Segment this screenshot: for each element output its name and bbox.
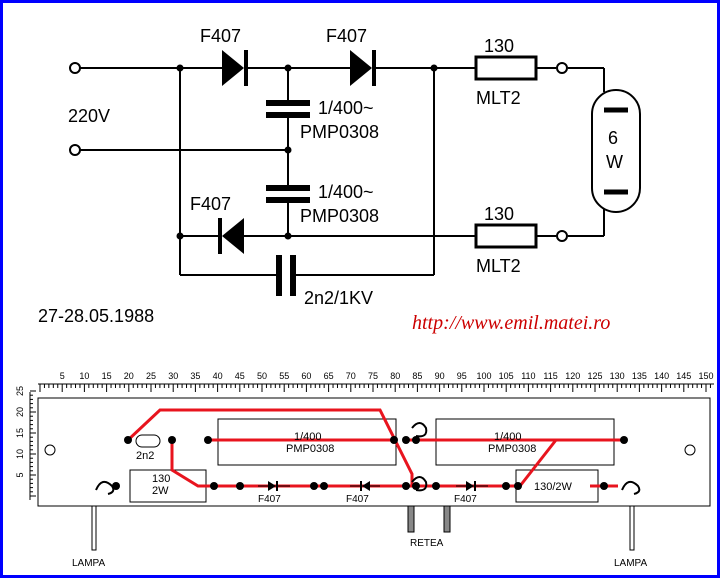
- side-ruler-label: 20: [15, 407, 25, 417]
- ruler-tick-label: 10: [79, 371, 89, 381]
- copper-tracks: [126, 408, 624, 488]
- ruler-tick-label: 145: [676, 371, 691, 381]
- lamp-right-label: LAMPA: [614, 558, 647, 569]
- ruler-tick-label: 15: [102, 371, 112, 381]
- ruler-tick-label: 115: [543, 371, 557, 381]
- resistor-top-type: MLT2: [476, 88, 521, 108]
- lamp-power-line1: 6: [608, 128, 618, 148]
- ruler-tick-label: 50: [257, 371, 267, 381]
- board-cap-right-type: PMP0308: [488, 443, 536, 455]
- ruler-top: 5 10 15 20 25 30 35 40 45 50 55 60 65 70 75 80 85 90 95 100…: [38, 371, 714, 392]
- ruler-tick-label: 110: [521, 371, 535, 381]
- mains-label: RETEA: [410, 538, 444, 549]
- supply-terminals: [69, 62, 568, 242]
- board-small-cap-label: 2n2: [136, 450, 154, 462]
- ruler-tick-label: 45: [235, 371, 245, 381]
- lamp-symbol: [591, 89, 641, 213]
- junction-dots: [176, 64, 438, 240]
- lamp-left-label: LAMPA: [72, 558, 105, 569]
- board-resistor-right-label: 130/2W: [534, 481, 573, 493]
- board-small-cap: [135, 434, 161, 448]
- ruler-tick-label: 70: [346, 371, 356, 381]
- ruler-tick-label: 60: [301, 371, 311, 381]
- date-label: 27-28.05.1988: [38, 306, 154, 326]
- capacitor2-value: 1/400~: [318, 182, 374, 202]
- ruler-tick-label: 125: [587, 371, 602, 381]
- side-ruler-label: 5: [15, 472, 25, 477]
- resistor-bottom-value: 130: [484, 204, 514, 224]
- ruler-tick-label: 5: [60, 371, 65, 381]
- ruler-tick-label: 130: [610, 371, 625, 381]
- board-diode-2: [350, 481, 380, 491]
- ruler-tick-label: 55: [279, 371, 289, 381]
- schematic: [80, 67, 605, 276]
- diode-label-1: F407: [200, 26, 241, 46]
- lamp-power-line2: W: [606, 152, 623, 172]
- ruler-side: 25 20 15 10 5: [15, 386, 36, 500]
- ruler-tick-label: 120: [565, 371, 580, 381]
- resistor-bottom-type: MLT2: [476, 256, 521, 276]
- ruler-tick-label: 80: [390, 371, 400, 381]
- ruler-tick-label: 100: [476, 371, 491, 381]
- ruler-tick-label: 25: [146, 371, 156, 381]
- ruler-tick-label: 90: [435, 371, 445, 381]
- resistor-symbol-bottom: [474, 223, 538, 249]
- ruler-tick-label: 95: [457, 371, 467, 381]
- small-capacitor-label: 2n2/1KV: [304, 288, 373, 308]
- diode-label-3: F407: [190, 194, 231, 214]
- ruler-tick-label: 105: [499, 371, 514, 381]
- capacitor-symbol-1: [266, 100, 310, 118]
- capacitor-symbol-small: [276, 255, 296, 296]
- supply-voltage-label: 220V: [68, 106, 110, 126]
- side-ruler-label: 25: [15, 386, 25, 396]
- side-ruler-label: 10: [15, 449, 25, 459]
- resistor-symbol-top: [474, 55, 538, 81]
- board-diode-label-2: F407: [346, 494, 369, 505]
- diode-label-2: F407: [326, 26, 367, 46]
- ruler-tick-label: 30: [168, 371, 178, 381]
- diode-symbol-2: [350, 50, 376, 86]
- wire-loops: [95, 422, 641, 495]
- board-diode-label-3: F407: [454, 494, 477, 505]
- board-resistor-right: [515, 469, 599, 503]
- board-resistor-left: [129, 469, 207, 503]
- board-leads: [91, 505, 635, 551]
- ruler-tick-label: 85: [412, 371, 422, 381]
- board-cap-left-type: PMP0308: [286, 443, 334, 455]
- capacitor1-type: PMP0308: [300, 122, 379, 142]
- website-url: http://www.emil.matei.ro: [412, 312, 610, 334]
- ruler-tick-label: 65: [324, 371, 334, 381]
- mount-hole-right: [684, 444, 696, 456]
- board-diode-1: [258, 481, 290, 491]
- side-ruler-label: 15: [15, 428, 25, 438]
- board-cap-right: [435, 418, 615, 466]
- capacitor1-value: 1/400~: [318, 98, 374, 118]
- ruler-tick-label: 140: [654, 371, 669, 381]
- board-cap-left-value: 1/400: [294, 431, 322, 443]
- board-cap-left: [217, 418, 397, 466]
- capacitor2-type: PMP0308: [300, 206, 379, 226]
- board-cap-right-value: 1/400: [494, 431, 522, 443]
- board-diode-label-1: F407: [258, 494, 281, 505]
- capacitor-symbol-2: [266, 185, 310, 203]
- ruler-tick-label: 135: [632, 371, 647, 381]
- diode-symbol-3: [218, 218, 244, 254]
- mount-hole-left: [44, 444, 56, 456]
- ruler-tick-label: 75: [368, 371, 378, 381]
- board-resistor-left-power: 2W: [152, 485, 169, 497]
- ruler-tick-label: 35: [190, 371, 200, 381]
- ruler-tick-label: 150: [698, 371, 713, 381]
- board-resistor-left-value: 130: [152, 473, 170, 485]
- diode-symbol-1: [222, 50, 248, 86]
- board-diode-3: [456, 481, 488, 491]
- ruler-tick-label: 40: [213, 371, 223, 381]
- ruler-tick-label: 20: [124, 371, 134, 381]
- resistor-top-value: 130: [484, 36, 514, 56]
